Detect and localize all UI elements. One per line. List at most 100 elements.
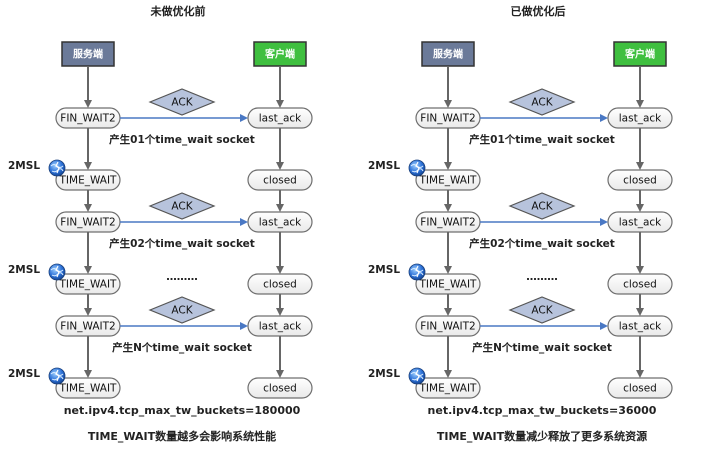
clock-globe-icon [408,367,426,385]
ack-diamond: ACK [148,192,216,220]
time-wait-socket-note: 产生N个time_wait socket [112,341,252,354]
time-wait-node-shape [415,377,481,399]
fin-wait2-node: FIN_WAIT2 [55,107,121,129]
flow-row: FIN_WAIT2 last_ack ACK 产生01个time_wait socke… [8,88,313,191]
ack-diamond: ACK [508,88,576,116]
last-ack-node-label: last_ack [619,321,662,333]
closed-node-shape [607,377,673,399]
ack-label: ACK [171,305,193,317]
time-wait-node: TIME_WAIT [55,377,121,399]
clock-globe-icon [48,263,66,281]
ellipsis-dots: ……… [526,271,558,283]
ack-label: ACK [171,97,193,109]
clock-globe-icon [408,159,426,177]
sysctl-parameter: net.ipv4.tcp_max_tw_buckets=36000 [428,404,657,417]
server-box-label: 服务端 [73,48,103,61]
closed-node-label: closed [623,383,657,395]
ack-diamond: ACK [508,296,576,324]
flow-row: FIN_WAIT2 last_ack ACK 产生N个time_wait socket… [8,296,313,399]
panel-summary: TIME_WAIT数量减少释放了更多系统资源 [437,429,647,443]
ack-diamond: ACK [508,192,576,220]
clock-globe-icon [48,367,66,385]
last-ack-node-label: last_ack [619,217,662,229]
last-ack-node-label: last_ack [619,113,662,125]
last-ack-node: last_ack [607,315,673,337]
time-wait-node-label: TIME_WAIT [419,383,478,395]
fin-wait2-node: FIN_WAIT2 [415,107,481,129]
fin-wait2-node: FIN_WAIT2 [55,315,121,337]
closed-node: closed [607,273,673,295]
fin-wait2-node-label: FIN_WAIT2 [420,217,475,229]
ack-diamond: ACK [148,88,216,116]
fin-wait2-node-label: FIN_WAIT2 [420,113,475,125]
last-ack-node: last_ack [247,107,313,129]
closed-node: closed [607,169,673,191]
msl-label: 2MSL [8,368,40,380]
time-wait-node: TIME_WAIT [415,169,481,191]
time-wait-node-label: TIME_WAIT [419,279,478,291]
closed-node-label: closed [263,175,297,187]
flow-row: FIN_WAIT2 last_ack ACK 产生01个time_wait socke… [368,88,673,191]
time-wait-node: TIME_WAIT [415,273,481,295]
panel-summary: TIME_WAIT数量越多会影响系统性能 [88,429,276,443]
flow-row: FIN_WAIT2 last_ack ACK 产生02个time_wait socke… [8,192,313,295]
closed-node-label: closed [623,279,657,291]
closed-node: closed [607,377,673,399]
ack-label: ACK [531,305,553,317]
msl-label: 2MSL [8,264,40,276]
ack-label: ACK [171,201,193,213]
client-box-label: 客户端 [264,48,295,61]
closed-node-label: closed [623,175,657,187]
panel-title: 未做优化前 [150,4,206,18]
last-ack-node: last_ack [607,211,673,233]
fin-wait2-node-label: FIN_WAIT2 [60,217,115,229]
ack-diamond: ACK [148,296,216,324]
last-ack-node: last_ack [247,315,313,337]
msl-label: 2MSL [8,160,40,172]
msl-label: 2MSL [368,368,400,380]
ack-label: ACK [531,97,553,109]
server-box: 服务端 [61,41,115,67]
fin-wait2-node: FIN_WAIT2 [415,315,481,337]
time-wait-socket-note: 产生01个time_wait socket [109,133,255,146]
msl-label: 2MSL [368,160,400,172]
clock-globe-icon [408,263,426,281]
time-wait-node-label: TIME_WAIT [59,175,118,187]
fin-wait2-node-label: FIN_WAIT2 [420,321,475,333]
time-wait-node: TIME_WAIT [415,377,481,399]
time-wait-node-label: TIME_WAIT [59,279,118,291]
time-wait-socket-note: 产生01个time_wait socket [469,133,615,146]
time-wait-node-shape [55,377,121,399]
closed-node-shape [247,377,313,399]
server-box: 服务端 [421,41,475,67]
last-ack-node-label: last_ack [259,217,302,229]
ellipsis-dots: ……… [166,271,198,283]
time-wait-node: TIME_WAIT [55,273,121,295]
last-ack-node-label: last_ack [259,113,302,125]
closed-node: closed [247,377,313,399]
last-ack-node: last_ack [607,107,673,129]
closed-node: closed [247,273,313,295]
server-box-label: 服务端 [433,48,463,61]
fin-wait2-node-label: FIN_WAIT2 [60,321,115,333]
fin-wait2-node: FIN_WAIT2 [415,211,481,233]
time-wait-node-label: TIME_WAIT [59,383,118,395]
client-box-label: 客户端 [624,48,655,61]
time-wait-socket-note: 产生02个time_wait socket [109,237,255,250]
msl-label: 2MSL [368,264,400,276]
time-wait-socket-note: 产生N个time_wait socket [472,341,612,354]
sysctl-parameter: net.ipv4.tcp_max_tw_buckets=180000 [64,404,301,417]
ack-label: ACK [531,201,553,213]
fin-wait2-node-label: FIN_WAIT2 [60,113,115,125]
last-ack-node-label: last_ack [259,321,302,333]
closed-node: closed [247,169,313,191]
panel-title: 已做优化后 [511,4,566,18]
time-wait-node-label: TIME_WAIT [419,175,478,187]
closed-node-label: closed [263,279,297,291]
client-box: 客户端 [613,41,667,67]
fin-wait2-node: FIN_WAIT2 [55,211,121,233]
